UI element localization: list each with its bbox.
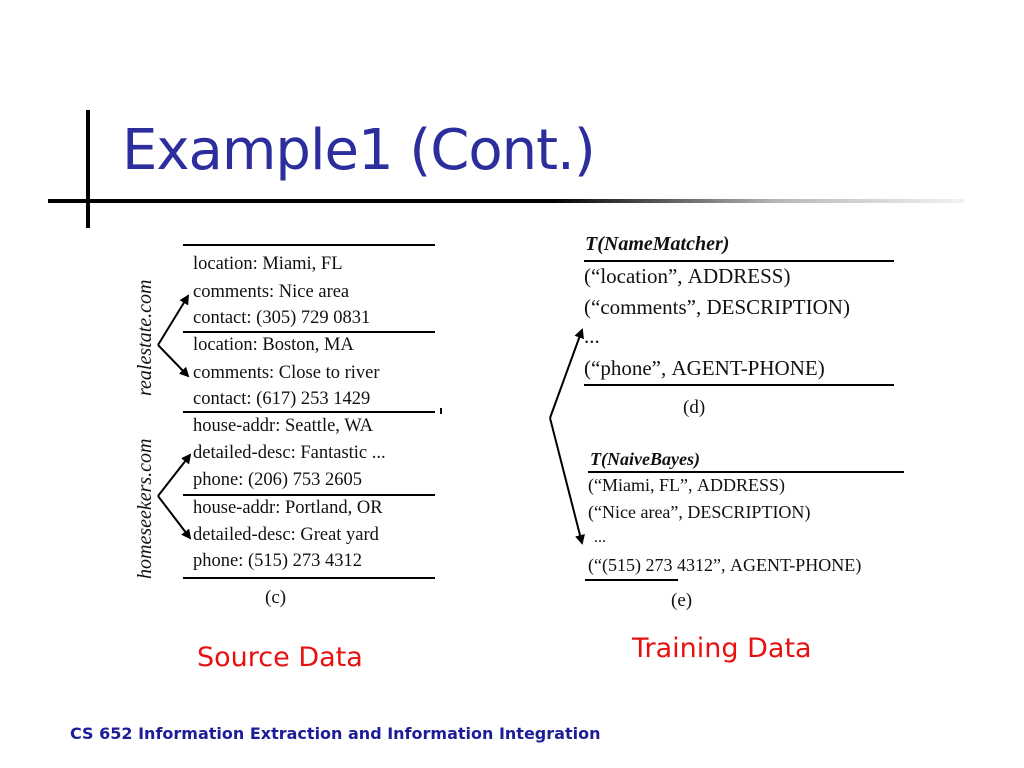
table-rule bbox=[584, 384, 894, 386]
source-data-label: Source Data bbox=[197, 642, 363, 673]
table-rule bbox=[183, 331, 435, 333]
site-label-homeseekers: homeseekers.com bbox=[134, 438, 156, 580]
arrow-realestate-up bbox=[157, 294, 190, 346]
source-row: comments: Nice area bbox=[193, 282, 350, 302]
figure-caption-c: (c) bbox=[265, 587, 287, 608]
source-row: detailed-desc: Great yard bbox=[193, 525, 379, 545]
source-row: house-addr: Portland, OR bbox=[193, 498, 383, 518]
source-row: phone: (206) 753 2605 bbox=[193, 470, 363, 490]
title-vertical-bar bbox=[86, 110, 90, 228]
name-matcher-row: (“comments”, DESCRIPTION) bbox=[584, 295, 850, 319]
naive-bayes-title: T(NaiveBayes) bbox=[590, 449, 700, 469]
source-row: phone: (515) 273 4312 bbox=[193, 551, 363, 571]
table-rule bbox=[584, 260, 894, 262]
source-row: location: Miami, FL bbox=[193, 254, 343, 274]
title-underline bbox=[48, 199, 964, 203]
figure-caption-d: (d) bbox=[683, 397, 706, 418]
arrow-homeseekers-up bbox=[157, 453, 192, 497]
arrow-training-up bbox=[549, 328, 584, 419]
table-rule bbox=[183, 494, 435, 496]
figure-caption-e: (e) bbox=[671, 590, 693, 611]
table-rule bbox=[588, 471, 904, 473]
name-matcher-row: (“location”, ADDRESS) bbox=[584, 264, 791, 288]
arrow-training-down bbox=[549, 417, 585, 545]
table-rule bbox=[183, 244, 435, 246]
naive-bayes-row: (“Nice area”, DESCRIPTION) bbox=[588, 502, 811, 522]
table-rule bbox=[585, 579, 678, 581]
arrow-homeseekers-down bbox=[157, 495, 192, 540]
slide-title: Example1 (Cont.) bbox=[122, 118, 596, 183]
site-label-realestate: realestate.com bbox=[134, 279, 156, 396]
source-row: contact: (305) 729 0831 bbox=[193, 308, 371, 328]
slide-footer: CS 652 Information Extraction and Inform… bbox=[70, 724, 601, 743]
arrow-realestate-down bbox=[157, 344, 190, 378]
name-matcher-title: T(NameMatcher) bbox=[585, 233, 730, 255]
naive-bayes-row: ... bbox=[594, 529, 606, 546]
training-data-label: Training Data bbox=[632, 633, 812, 664]
source-row: contact: (617) 253 1429 bbox=[193, 389, 371, 409]
table-rule bbox=[183, 577, 435, 579]
name-matcher-row: ... bbox=[584, 324, 600, 348]
naive-bayes-row: (“(515) 273 4312”, AGENT-PHONE) bbox=[588, 555, 862, 575]
source-row: location: Boston, MA bbox=[193, 335, 354, 355]
source-row: house-addr: Seattle, WA bbox=[193, 416, 373, 436]
source-row: detailed-desc: Fantastic ... bbox=[193, 443, 386, 463]
table-rule bbox=[183, 411, 435, 413]
name-matcher-row: (“phone”, AGENT-PHONE) bbox=[584, 356, 825, 380]
source-row: comments: Close to river bbox=[193, 363, 380, 383]
naive-bayes-row: (“Miami, FL”, ADDRESS) bbox=[588, 475, 786, 495]
